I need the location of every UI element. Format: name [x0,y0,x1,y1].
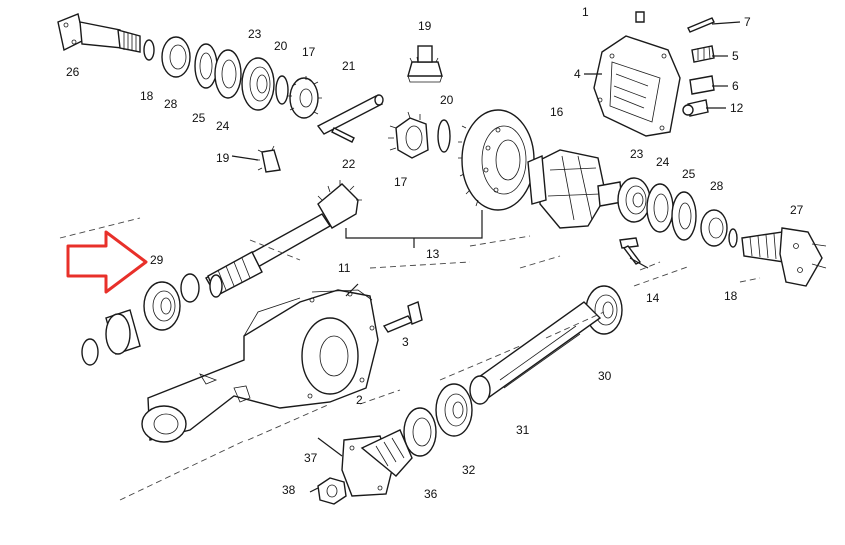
seal-28-right-icon [700,209,728,247]
label-24a: 24 [216,119,230,133]
label-32: 32 [462,463,476,477]
label-36: 36 [424,487,438,501]
seal-28-icon [161,36,191,78]
washer-20-top-icon [275,75,289,105]
label-28a: 28 [164,97,178,111]
label-5: 5 [732,49,739,63]
ring-left-icon [81,338,99,366]
washer-20-mid-icon [437,119,451,153]
label-21: 21 [342,59,356,73]
label-29: 29 [150,253,164,267]
label-30: 30 [598,369,612,383]
label-23a: 23 [248,27,262,41]
label-18a: 18 [140,89,154,103]
plug-1-icon [635,11,645,23]
label-14: 14 [646,291,660,305]
pinion-gear-19-left-icon [256,145,281,173]
label-3: 3 [402,335,409,349]
label-19b: 19 [216,151,230,165]
companion-flange-37-icon [341,429,413,497]
pinion-gear-19-top-icon [407,45,443,83]
label-17b: 17 [394,175,408,189]
label-25b: 25 [682,167,696,181]
flange-26-icon [57,13,141,53]
bearing-23-right-icon [617,177,651,223]
callout-labels: 1 7 5 6 12 4 19 23 20 17 26 18 28 25 24 … [66,5,804,501]
seal-36-icon [403,407,437,457]
label-38: 38 [282,483,296,497]
leader-lines [59,21,761,501]
label-27: 27 [790,203,804,217]
spacer-ring-icon [209,274,223,298]
label-1: 1 [582,5,589,19]
washer-24-icon [214,49,242,99]
plug-6-icon [689,75,715,95]
ring-18-right-icon [728,228,738,248]
label-26: 26 [66,65,80,79]
bearing-32-icon [435,383,473,437]
bolt-3-icon [382,301,423,333]
axle-housing-icon [141,289,379,443]
ring-18-icon [143,39,155,61]
label-22: 22 [342,157,356,171]
bolt-7-icon [687,17,715,33]
side-gear-17-mid-icon [388,111,429,159]
label-24b: 24 [656,155,670,169]
bearing-29-icon [143,281,181,331]
side-gear-17-top-icon [288,76,322,119]
label-2: 2 [356,393,363,407]
bearing-23-top-icon [241,57,275,111]
label-19a: 19 [418,19,432,33]
label-20b: 20 [440,93,454,107]
label-17a: 17 [302,45,316,59]
shim-25-icon [194,43,218,89]
label-13: 13 [426,247,440,261]
lock-pin-22-icon [331,127,355,143]
label-25a: 25 [192,111,206,125]
diff-cover-4-icon [593,35,681,137]
label-37: 37 [304,451,318,465]
bolt-14-icon [619,237,642,265]
collapsible-spacer-icon [105,309,141,355]
washer-24-right-icon [646,183,674,233]
shim-25-right-icon [671,191,697,241]
label-12: 12 [730,101,744,115]
label-16: 16 [550,105,564,119]
axle-tube-31-icon [469,301,602,405]
bolt-12-icon [682,99,709,117]
spring-5-icon [691,45,715,63]
nut-38-icon [317,477,347,505]
label-4: 4 [574,67,581,81]
label-6: 6 [732,79,739,93]
right-arrow-icon [66,230,148,294]
pinion-shaft-21-icon [316,94,384,135]
label-18b: 18 [724,289,738,303]
label-7: 7 [744,15,751,29]
flange-27-icon [741,227,827,287]
label-23b: 23 [630,147,644,161]
label-20a: 20 [274,39,288,53]
ring-gear-icon [458,109,535,211]
differential-case-16-icon [527,149,623,229]
label-11: 11 [338,261,351,275]
washer-29-icon [180,273,200,303]
label-31: 31 [516,423,530,437]
drive-pinion-icon [205,180,362,297]
label-28b: 28 [710,179,724,193]
